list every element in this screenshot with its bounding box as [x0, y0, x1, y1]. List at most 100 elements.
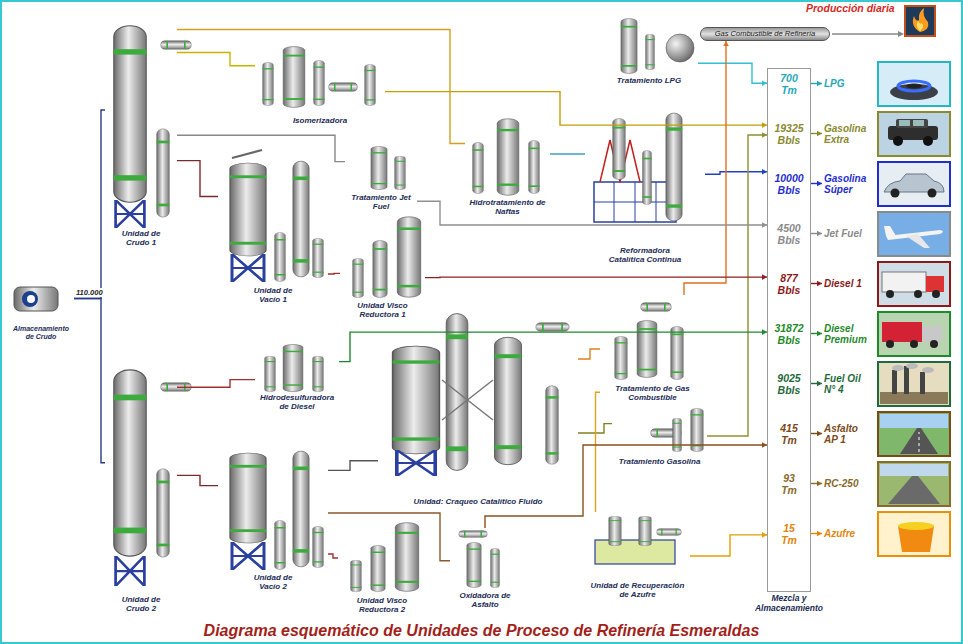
unit-label: Unidad de Recuperación de Azufre	[588, 581, 688, 599]
pipe-line	[328, 554, 338, 558]
lpg-treatment: Tratamiento LPG	[600, 10, 698, 86]
fuel-oil-factory-picture-part	[904, 366, 909, 394]
rc250-road-picture-part	[878, 462, 950, 506]
pipe-line	[690, 535, 767, 556]
unit-label: Tratamiento LPG	[616, 76, 682, 85]
visbreaker-1-equipment	[353, 217, 421, 298]
diesel-hydrodesulfurizer: Hidrodesulfuradora de Diesel	[255, 340, 339, 412]
crude-unit-2-equipment-part	[157, 469, 170, 557]
diesel-truck-picture-part	[914, 290, 922, 298]
crude-storage-tank-part	[14, 287, 58, 311]
pipe-connector	[328, 554, 338, 558]
asphalt-road-picture-part	[880, 414, 948, 428]
fcc-equipment-part	[397, 450, 435, 476]
diesel-truck-picture-part	[932, 290, 940, 298]
vacuum-unit-1-equipment	[230, 150, 323, 282]
pipe-connector	[328, 273, 340, 275]
fuel-oil-factory-picture-part	[922, 367, 934, 373]
visbreaker-1-equipment-part	[353, 258, 364, 297]
fcc-equipment	[393, 314, 570, 476]
diesel-truck-picture-part	[882, 272, 926, 292]
crude-unit-1-equipment-part	[157, 129, 170, 217]
unit-label: Almacenamiento de Crudo	[10, 325, 72, 341]
fuel-oil-factory-picture-part	[892, 365, 904, 371]
asphalt-road-picture	[878, 412, 950, 456]
pipe-connector	[705, 169, 767, 175]
premium-diesel-truck-picture-part	[922, 326, 942, 342]
product-label: Gasolina Súper	[822, 172, 874, 195]
fuel-oil-factory-picture-part	[892, 370, 897, 394]
daily-quantity: 9025 Bbls	[768, 373, 810, 396]
sulfur-bucket-picture-part	[878, 512, 950, 556]
crude-unit-1-equipment-part	[114, 26, 146, 202]
extra-gasoline-picture-part	[913, 120, 924, 126]
diesel-truck-picture-part	[926, 276, 944, 292]
unit-label: Unidad de Crudo 1	[111, 229, 171, 247]
premium-diesel-truck-picture-part	[882, 322, 922, 342]
vacuum-unit-2-equipment-part	[293, 451, 309, 567]
pipe-connector	[596, 392, 601, 512]
pipe-line	[328, 273, 340, 275]
product-row: Gasolina Súper	[822, 160, 950, 207]
pipe-connector	[550, 154, 585, 155]
pipe-line	[177, 135, 345, 161]
pipe-connector	[690, 532, 767, 556]
asphalt-oxidizer-equipment-part	[459, 531, 488, 538]
product-arrow	[811, 81, 822, 87]
pipe-connector	[425, 274, 767, 280]
extra-gasoline-picture-part	[896, 119, 928, 128]
vacuum-unit: Unidad de Vacío 2	[218, 440, 328, 592]
rc250-road-picture-part	[888, 476, 940, 504]
product-arrow	[811, 281, 822, 287]
unit-label: Unidad de Vacío 1	[243, 286, 303, 304]
fcc-equipment-part	[536, 323, 569, 331]
product-row: Diesel 1	[822, 260, 950, 307]
jet-fuel-picture-part	[878, 212, 950, 256]
pipe-line	[328, 461, 378, 471]
asphalt-oxidizer-equipment-part	[491, 548, 500, 587]
super-gasoline-picture-part	[891, 189, 900, 198]
unit-label: Isomerizadora	[292, 116, 348, 125]
extra-gasoline-picture-part	[899, 120, 910, 126]
header-label: Gas Combustible de Refinería	[715, 30, 815, 38]
pipe-line	[385, 92, 767, 126]
blend-label: Mezcla y Almacenamiento	[743, 593, 835, 613]
catalytic-reformer: Reformadora Catalítica Continua	[585, 100, 705, 265]
pipe-line	[74, 299, 105, 463]
lpg-treatment-equipment	[621, 19, 694, 74]
unit-label: Hidrotratamiento de Naftas	[469, 198, 547, 216]
unit-label: Unidad Visco Reductora 1	[345, 301, 420, 319]
premium-diesel-truck-picture-part	[886, 340, 894, 348]
pipe-line	[177, 30, 465, 144]
crude-unit-1-equipment	[114, 26, 191, 228]
vacuum-unit-1-equipment-part	[275, 233, 286, 282]
pipe-line	[339, 332, 767, 362]
pipe-connector	[177, 30, 465, 144]
lpg-treatment-equipment-part	[621, 19, 637, 74]
sulfur-bucket-picture	[878, 512, 950, 556]
asphalt-road-picture-part	[900, 428, 938, 454]
crude-storage-tank	[14, 287, 58, 311]
vacuum-unit-1-equipment-part	[232, 150, 262, 158]
asphalt-road-picture-part	[878, 412, 950, 456]
pipe-line	[74, 110, 105, 299]
lpg-picture-part	[906, 84, 922, 89]
unit-label: Unidad: Craqueo Catalítico Fluido	[413, 497, 544, 506]
unit-label: Tratamiento de Gas Combustible	[608, 384, 698, 402]
fuel-gas-treatment: Tratamiento de Gas Combustible	[600, 295, 705, 403]
premium-diesel-truck-picture-part	[910, 340, 918, 348]
vacuum-unit-1-equipment-part	[230, 163, 266, 256]
daily-quantity: 415 Tm	[768, 423, 810, 446]
fuel-gas-header: Gas Combustible de Refinería	[700, 27, 830, 41]
jet-fuel-treatment-equipment-part	[371, 146, 387, 189]
fuel-gas-treatment-equipment-part	[641, 303, 671, 311]
pipe-connector	[339, 329, 767, 361]
pipe-line	[578, 349, 600, 359]
daily-quantity: 19325 Bbls	[768, 123, 810, 146]
pipe-connector	[74, 110, 105, 299]
premium-diesel-truck-picture-part	[930, 340, 938, 348]
super-gasoline-picture	[878, 162, 950, 206]
diesel-truck-picture	[878, 262, 950, 306]
catalytic-reformer-equipment-part	[666, 113, 682, 221]
